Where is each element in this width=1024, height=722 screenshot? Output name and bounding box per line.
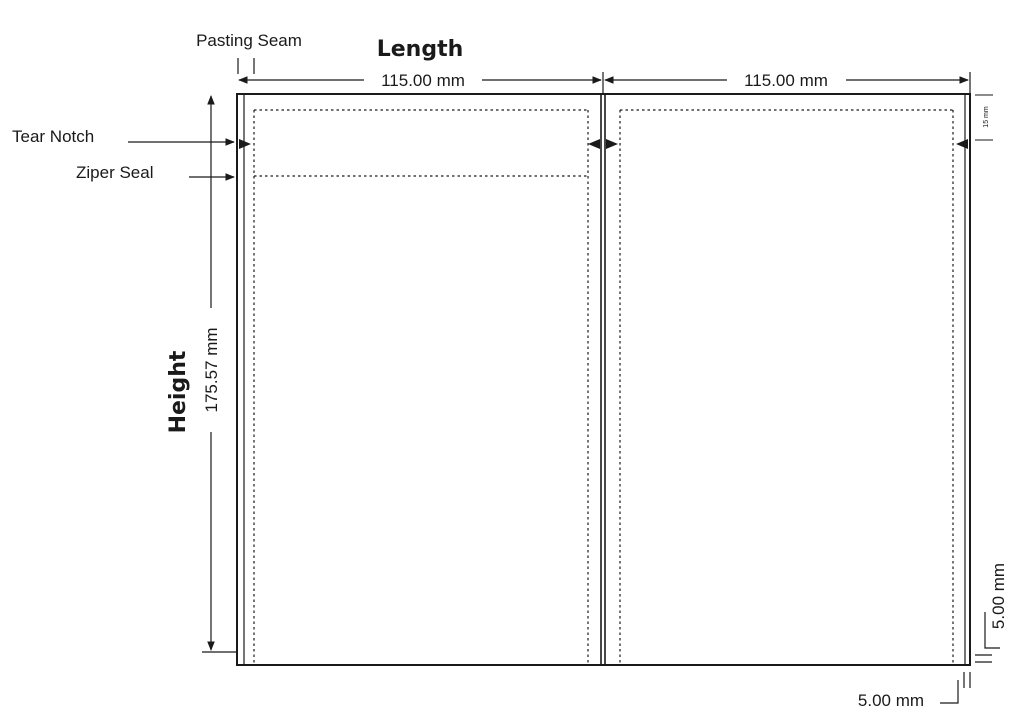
side-margin-label: 5.00 mm	[858, 691, 924, 710]
right-panel-safe-area	[619, 109, 954, 665]
right-width-dimension	[604, 72, 971, 94]
left-width-dimension	[238, 72, 604, 94]
bottom-margin-label: 5.00 mm	[989, 563, 1008, 629]
height-label: 175.57 mm	[202, 327, 221, 412]
right-width-label: 115.00 mm	[744, 71, 828, 90]
tear-notch-center-right	[606, 139, 618, 149]
side-margin-dimension	[940, 672, 971, 704]
top-margin-dimension	[975, 94, 993, 141]
height-dimension	[202, 95, 237, 653]
tear-notch-center-left	[588, 139, 600, 149]
left-panel-safe-area	[253, 109, 589, 665]
tear-notch-label: Tear Notch	[12, 127, 94, 146]
tear-notch-right	[956, 139, 968, 149]
length-title: Length	[377, 37, 464, 62]
height-title: Height	[166, 350, 191, 433]
zipper-seal-label: Ziper Seal	[76, 163, 153, 182]
top-margin-label: 15 mm	[983, 106, 990, 128]
bottom-margin-dimension	[975, 612, 1000, 663]
left-width-label: 115.00 mm	[381, 71, 465, 90]
pouch-outline	[236, 93, 971, 666]
tear-notch-left	[239, 139, 251, 149]
pasting-seam-label: Pasting Seam	[196, 31, 302, 50]
